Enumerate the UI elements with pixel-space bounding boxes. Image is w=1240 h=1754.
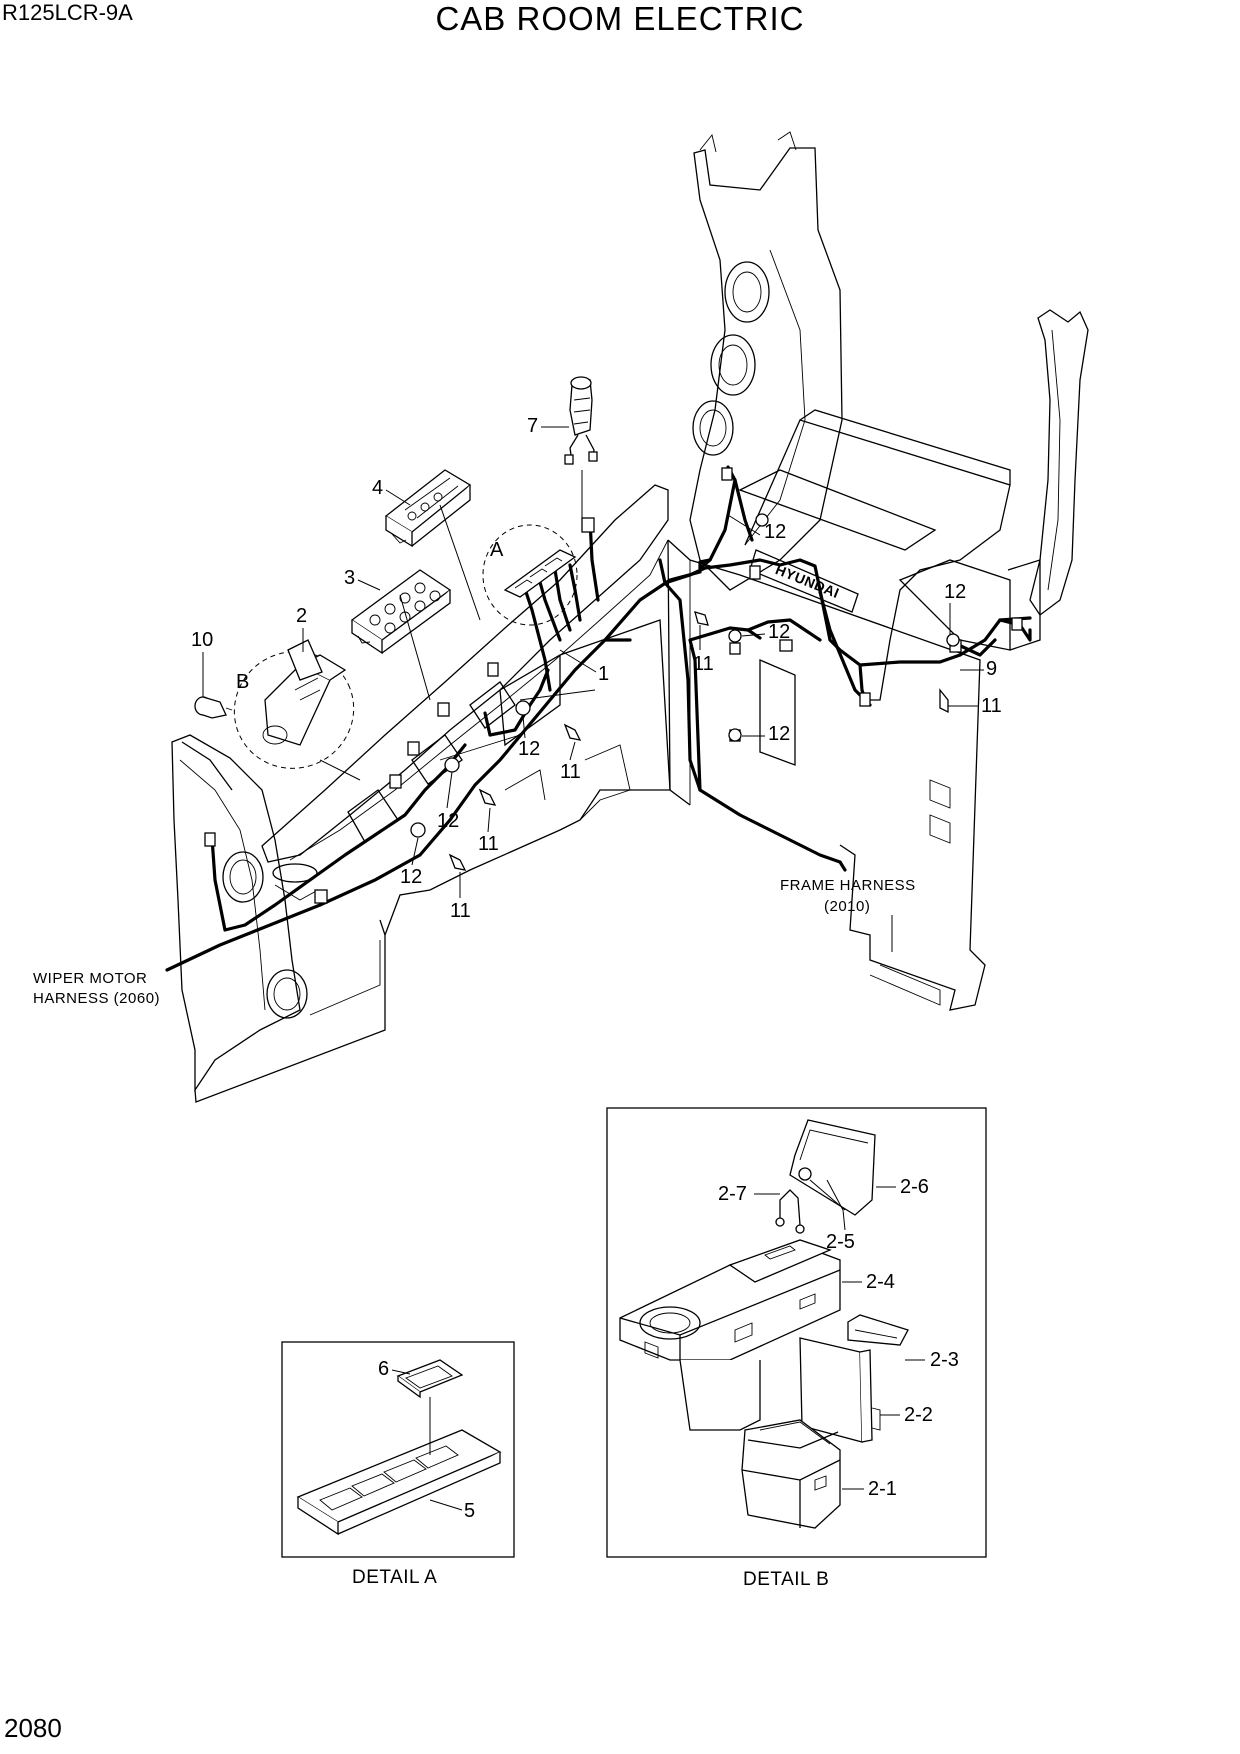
detail-b: 2-6 2-5 2-7 2-4 2-3 2-2 xyxy=(606,1107,987,1590)
main-callouts: 7 4 3 2 10 B A 1 12 12 12 12 12 12 12 11… xyxy=(191,415,1002,922)
svg-text:7: 7 xyxy=(527,415,538,437)
detail-a-frame xyxy=(281,1341,515,1558)
page-number: 2080 xyxy=(4,1713,62,1743)
detail-b-region xyxy=(233,651,355,769)
wiring-harness xyxy=(165,465,1032,972)
svg-text:11: 11 xyxy=(478,833,499,855)
component-10-socket xyxy=(194,696,233,719)
svg-text:12: 12 xyxy=(768,723,790,745)
svg-text:11: 11 xyxy=(981,695,1002,717)
svg-text:2-6: 2-6 xyxy=(900,1176,929,1198)
svg-text:FRAME HARNESS: FRAME HARNESS xyxy=(780,877,916,894)
svg-text:12: 12 xyxy=(400,866,422,888)
component-a-switch-panel xyxy=(503,549,577,598)
svg-text:11: 11 xyxy=(560,761,581,783)
svg-text:9: 9 xyxy=(986,658,997,680)
svg-text:12: 12 xyxy=(764,521,786,543)
svg-text:B: B xyxy=(236,671,249,693)
svg-text:4: 4 xyxy=(372,477,383,499)
component-2-console-box xyxy=(262,639,347,746)
component-7-switch xyxy=(564,376,598,465)
svg-text:2-7: 2-7 xyxy=(718,1183,747,1205)
svg-text:12: 12 xyxy=(437,810,459,832)
svg-text:10: 10 xyxy=(191,629,213,651)
page-title: CAB ROOM ELECTRIC xyxy=(435,0,805,37)
svg-text:2-2: 2-2 xyxy=(904,1404,933,1426)
component-3-switch-panel xyxy=(350,569,452,655)
svg-text:2-5: 2-5 xyxy=(826,1231,855,1253)
svg-text:2-4: 2-4 xyxy=(866,1271,895,1293)
svg-text:2-3: 2-3 xyxy=(930,1349,959,1371)
svg-text:5: 5 xyxy=(464,1500,475,1522)
component-4-switch-panel xyxy=(384,469,472,548)
svg-text:HARNESS (2060): HARNESS (2060) xyxy=(33,990,160,1007)
svg-text:HYUNDAI: HYUNDAI xyxy=(773,561,841,601)
detail-b-frame xyxy=(606,1107,987,1558)
svg-text:12: 12 xyxy=(518,738,540,760)
cab-structure: HYUNDAI xyxy=(171,131,1089,1103)
svg-text:(2010): (2010) xyxy=(824,898,870,915)
model-number: R125LCR-9A xyxy=(2,0,133,25)
svg-text:WIPER MOTOR: WIPER MOTOR xyxy=(33,970,147,987)
svg-text:6: 6 xyxy=(378,1358,389,1380)
svg-text:11: 11 xyxy=(450,900,471,922)
svg-text:2: 2 xyxy=(296,605,307,627)
svg-text:DETAIL B: DETAIL B xyxy=(743,1569,829,1590)
detail-a-region xyxy=(482,524,578,626)
svg-text:12: 12 xyxy=(768,621,790,643)
harness-notes: FRAME HARNESS (2010) WIPER MOTOR HARNESS… xyxy=(33,877,916,1007)
svg-text:2-1: 2-1 xyxy=(868,1478,897,1500)
svg-text:3: 3 xyxy=(344,567,355,589)
clips-and-bolts xyxy=(410,513,960,871)
hyundai-nameplate: HYUNDAI xyxy=(749,549,859,613)
detail-a: 6 5 DETAIL A xyxy=(281,1341,515,1588)
svg-text:A: A xyxy=(490,539,504,561)
svg-text:1: 1 xyxy=(598,663,609,685)
svg-text:11: 11 xyxy=(693,653,714,675)
svg-text:DETAIL A: DETAIL A xyxy=(352,1567,437,1588)
svg-text:12: 12 xyxy=(944,581,966,603)
